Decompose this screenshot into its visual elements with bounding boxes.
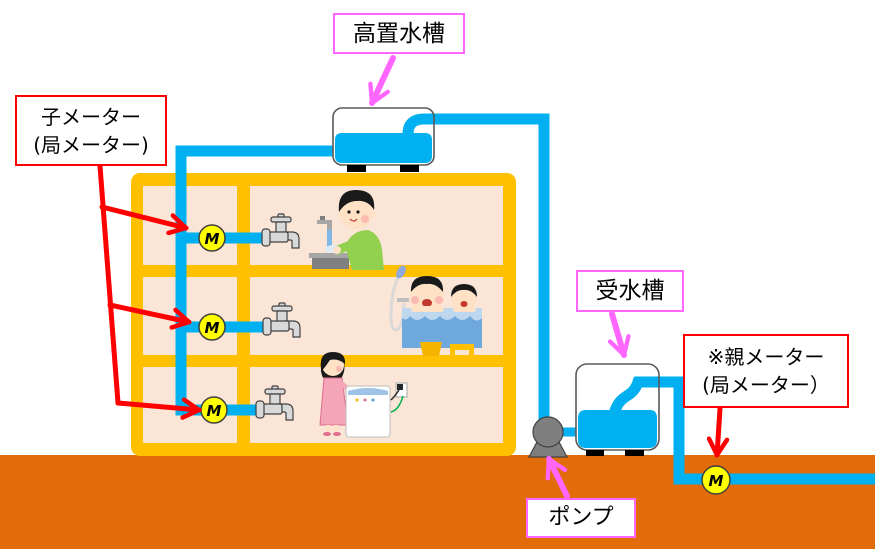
woman-shoe: [323, 432, 331, 436]
woman-hair: [320, 352, 346, 372]
sink-tap-handle: [320, 216, 325, 220]
boy-ear: [368, 210, 376, 218]
father-blush: [435, 296, 443, 304]
sink-tap: [317, 220, 332, 230]
receiving-tank-label-text: 受水槽: [595, 278, 665, 304]
callout-arrow: [115, 397, 202, 420]
bath-bucket: [420, 342, 442, 356]
parent-meter-label-line1: ※親メーター: [707, 345, 825, 369]
boy-arm: [333, 235, 367, 255]
washing-machine-button: [363, 398, 367, 402]
woman-leg: [326, 425, 330, 433]
floor-3-left-room: [143, 186, 237, 265]
bath-tap: [397, 298, 409, 302]
washing-machine-lid: [348, 388, 388, 395]
washing-machine-button: [355, 398, 359, 402]
elevated-tank-inlet: [402, 113, 436, 135]
ground: [0, 455, 875, 549]
elevated-tank-outline: [332, 107, 435, 166]
boy-mouth: [349, 218, 358, 222]
elevated-tank-leg: [400, 165, 419, 172]
child-meter-middle: M: [198, 313, 226, 341]
pump-icon: [528, 416, 568, 458]
ground-wire: [390, 395, 404, 413]
elevated-tank-label: 高置水槽: [333, 13, 465, 54]
elevated-tank-label-text: 高置水槽: [353, 20, 445, 47]
family-bathing-icon: [389, 265, 482, 356]
receiving-tank-outlet: [608, 376, 662, 416]
meter-symbol: M: [207, 402, 222, 420]
sink-basin: [312, 258, 349, 269]
child-meter-callout-lines: [97, 163, 202, 420]
child-meter-label: 子メーター (局メーター): [15, 95, 167, 166]
boy-eye: [356, 210, 360, 214]
power-plug: [397, 384, 403, 390]
receiving-tank-icon: [575, 363, 662, 456]
child-meter-label-line2: (局メーター): [33, 132, 149, 157]
shower-head: [396, 265, 406, 279]
receiving-tank-outline: [575, 363, 660, 451]
woman-doing-laundry-icon: [319, 352, 408, 438]
boy-eye: [347, 210, 351, 214]
receiving-tank-leg: [625, 450, 644, 456]
father-mouth: [422, 299, 432, 307]
receiving-tank-callout-arrow: [607, 311, 631, 358]
callout-trunk-line: [97, 163, 121, 406]
receiving-tank-label: 受水槽: [576, 270, 684, 312]
father-blush: [411, 296, 419, 304]
pump-housing: [532, 416, 564, 448]
woman-leg: [334, 425, 338, 433]
bath-stool: [450, 344, 474, 356]
receiving-tank-water: [578, 410, 657, 448]
elevated-tank-leg: [347, 165, 366, 172]
parent-meter: M: [701, 465, 731, 495]
child-hair: [451, 284, 477, 297]
water-stream: [327, 230, 332, 252]
meter-icon: [198, 224, 226, 252]
boy-hair: [338, 190, 375, 212]
meter-icon: [701, 465, 731, 495]
power-cord: [390, 389, 400, 401]
father-head: [410, 278, 444, 312]
pump-callout-arrow: [545, 456, 570, 499]
father-hair: [410, 276, 444, 292]
elevated-tank-icon: [332, 107, 436, 172]
boy-blush: [361, 215, 369, 223]
meter-icon: [198, 313, 226, 341]
meter-symbol: M: [205, 319, 220, 337]
child-arms: [453, 307, 476, 312]
parent-meter-label-line2: (局メーター）: [702, 373, 830, 397]
meter-symbol: M: [709, 472, 724, 490]
sink-rim: [309, 253, 352, 258]
callout-arrow: [107, 302, 192, 330]
woman-shoe: [333, 432, 341, 436]
woman-blush: [336, 366, 342, 372]
pump-label-text: ポンプ: [548, 505, 614, 530]
child-head: [451, 285, 477, 311]
child-meter-label-line1: 子メーター: [41, 104, 141, 129]
pump-label: ポンプ: [526, 498, 636, 538]
boy-washing-hands-icon: [309, 190, 384, 270]
elevated-tank-water: [335, 133, 432, 163]
boy-hand: [333, 246, 341, 254]
callout-arrow: [99, 204, 189, 236]
washing-machine-button: [371, 398, 375, 402]
child-meter-upper: M: [198, 224, 226, 252]
meter-symbol: M: [205, 230, 220, 248]
child-mouth: [460, 301, 468, 307]
receiving-tank-leg: [586, 450, 604, 456]
parent-meter-callout-arrow: [706, 406, 730, 458]
elevated-tank-callout-arrow: [368, 55, 396, 106]
child-meter-lower: M: [200, 396, 228, 424]
father-arms: [411, 306, 444, 312]
parent-meter-label: ※親メーター (局メーター）: [683, 334, 849, 408]
